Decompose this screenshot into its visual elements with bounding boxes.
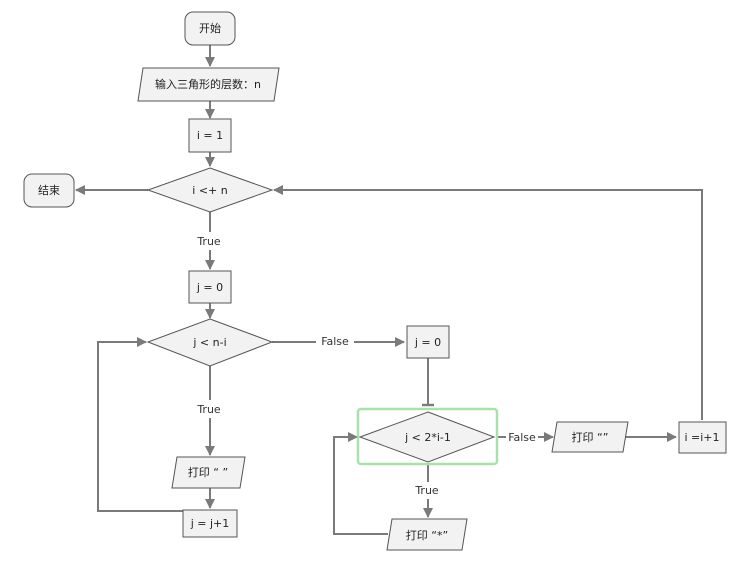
node-cond-j1-label: j < n-i xyxy=(192,336,226,349)
node-cond-j1: j < n-i xyxy=(146,318,274,367)
node-inc-i-label: i =i+1 xyxy=(684,431,719,444)
node-init-i-label: i = 1 xyxy=(197,129,223,142)
node-cond-j2: j < 2*i-1 xyxy=(356,407,499,466)
node-start: 开始 xyxy=(184,11,236,46)
node-init-j1: j = 0 xyxy=(188,270,232,304)
label-cond-j1-true: True xyxy=(196,403,221,416)
label-cond-j2-false: False xyxy=(508,431,536,444)
node-inc-i: i =i+1 xyxy=(678,421,727,454)
node-print-space-label: 打印 “ ” xyxy=(188,465,228,479)
edge-inc-i-loop xyxy=(273,185,703,420)
node-init-j2-label: j = 0 xyxy=(414,336,441,349)
node-init-j2: j = 0 xyxy=(406,325,450,359)
edge-print-star-loop xyxy=(333,432,388,535)
node-print-empty: 打印 “” xyxy=(551,421,629,453)
node-print-space: 打印 “ ” xyxy=(171,456,246,489)
node-inc-j1: j = j+1 xyxy=(182,509,238,538)
node-cond-j2-label: j < 2*i-1 xyxy=(404,431,451,444)
edge-labels: True True False True False xyxy=(196,235,536,497)
node-cond-i-label: i <+ n xyxy=(192,184,227,197)
node-print-star-label: 打印 “*” xyxy=(406,528,448,542)
label-cond-i-true: True xyxy=(196,235,221,248)
node-input: 输入三角形的层数：n xyxy=(137,67,280,102)
node-inc-j1-label: j = j+1 xyxy=(190,517,230,530)
node-end: 结束 xyxy=(23,173,75,208)
edge-inc-j1-loop xyxy=(97,337,183,512)
node-end-label: 结束 xyxy=(38,184,60,197)
node-input-label: 输入三角形的层数：n xyxy=(155,77,261,91)
node-init-i: i = 1 xyxy=(188,118,232,153)
node-cond-i: i <+ n xyxy=(146,167,274,213)
label-cond-j2-true: True xyxy=(414,484,439,497)
label-cond-j1-false: False xyxy=(321,335,349,348)
node-print-empty-label: 打印 “” xyxy=(572,430,609,444)
node-init-j1-label: j = 0 xyxy=(196,281,223,294)
node-print-star: 打印 “*” xyxy=(386,518,468,551)
selection-highlight xyxy=(356,407,499,466)
node-start-label: 开始 xyxy=(199,21,221,35)
edges xyxy=(75,45,703,535)
